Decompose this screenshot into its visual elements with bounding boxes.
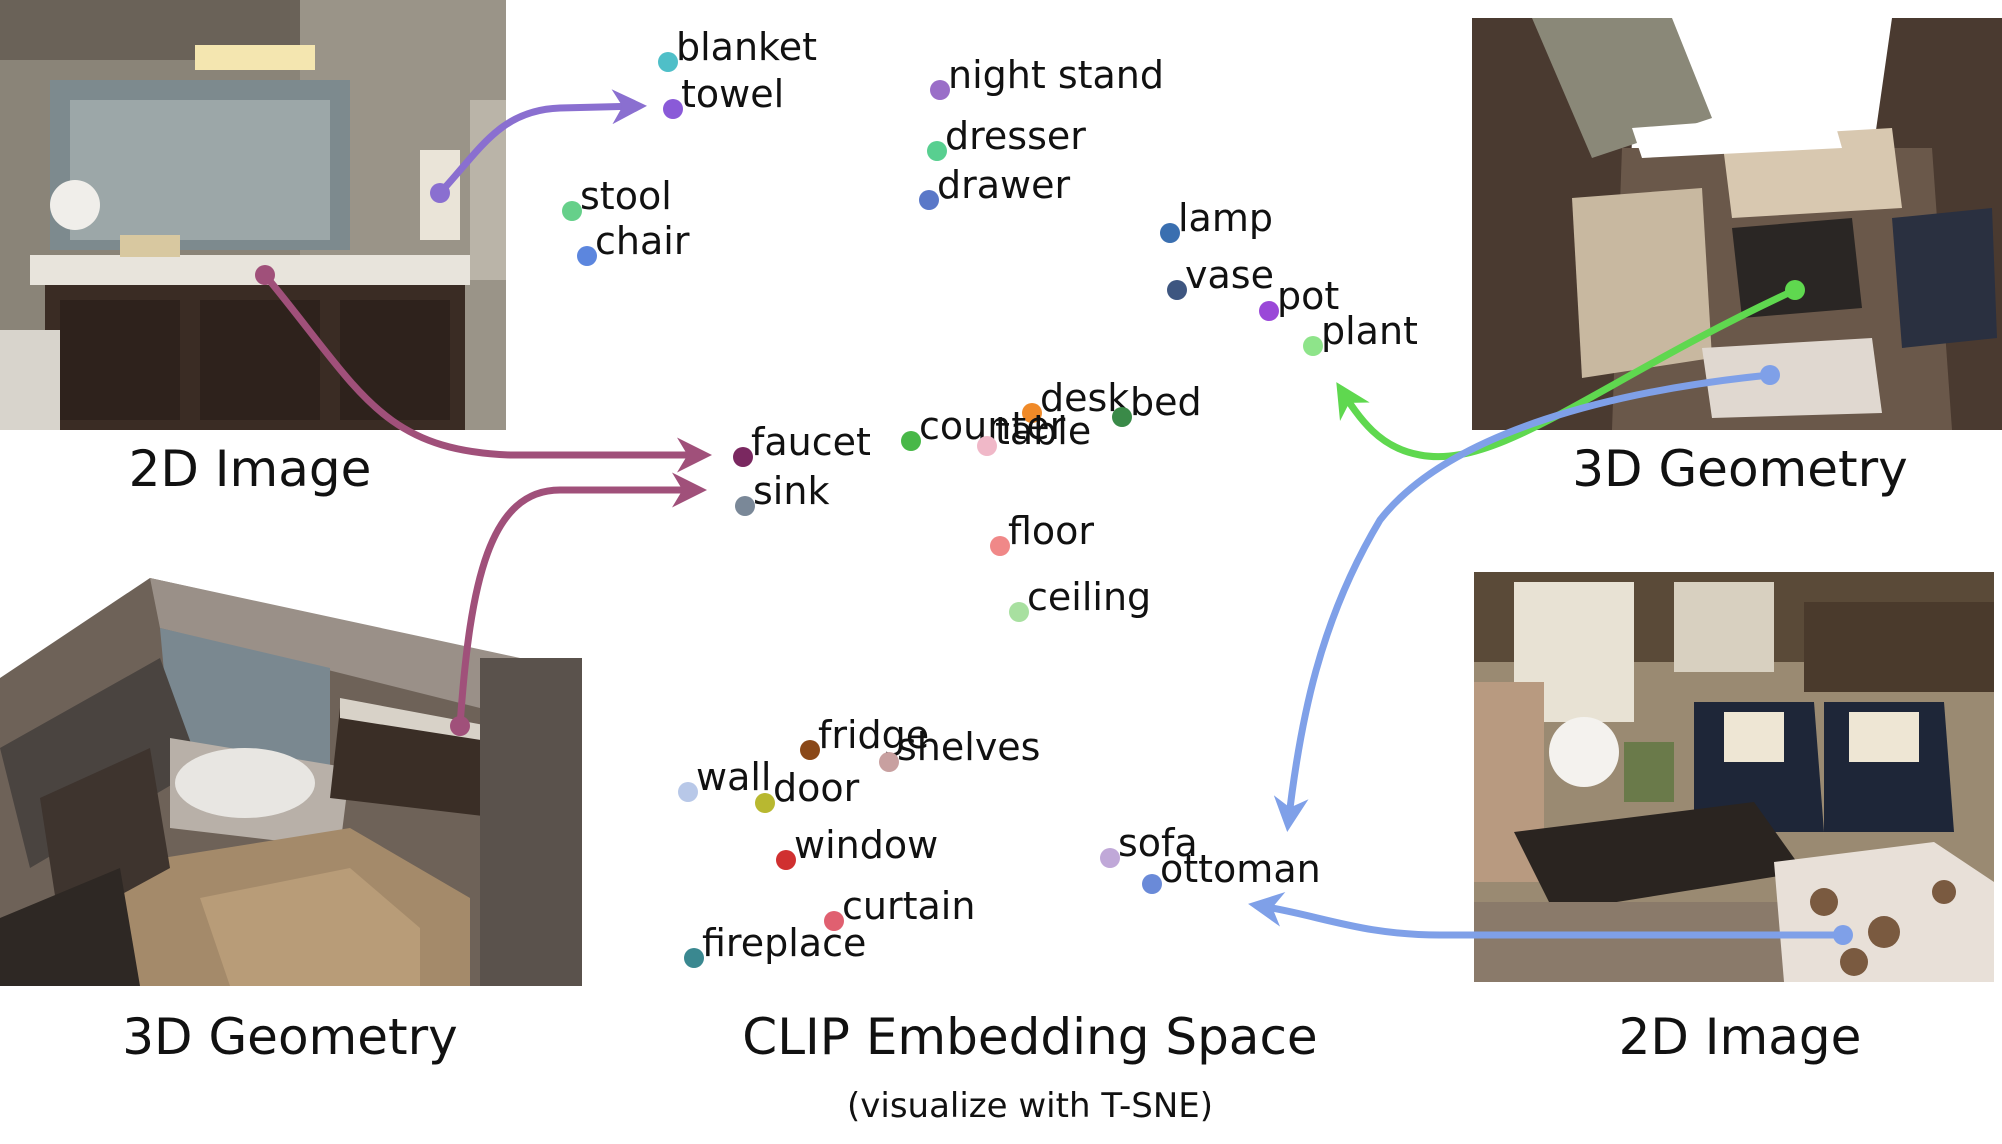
point-towel (663, 99, 683, 119)
arrow-living-image-to-ottoman (1248, 891, 1843, 939)
bathroom-3d-geometry (0, 568, 582, 986)
point-stool (562, 201, 582, 221)
arrow-living-geometry-to-ottoman (1273, 371, 1771, 832)
point-label-fridge: fridge (818, 713, 929, 757)
point-faucet (733, 447, 753, 467)
point-lamp (1160, 223, 1180, 243)
living-room-3d-geometry (1472, 18, 2002, 430)
caption-clip-embedding-space: CLIP Embedding Space (742, 1008, 1318, 1066)
caption-3d-geometry-left: 3D Geometry (122, 1008, 458, 1066)
point-label-chair: chair (595, 219, 690, 263)
point-vase (1167, 280, 1187, 300)
point-label-sofa: sofa (1118, 821, 1198, 865)
point-label-table: table (995, 409, 1091, 453)
arrow-origin-dot (255, 265, 275, 285)
caption-2d-image-left: 2D Image (128, 440, 372, 498)
arrow-bathroom-image-to-towel (437, 89, 647, 196)
point-label-sink: sink (753, 469, 829, 513)
point-fireplace (684, 948, 704, 968)
caption-2d-image-right: 2D Image (1618, 1008, 1862, 1066)
point-label-stool: stool (580, 174, 672, 218)
point-bed (1112, 407, 1132, 427)
bathroom-2d-image (0, 0, 506, 430)
point-sink (735, 496, 755, 516)
point-curtain (824, 911, 844, 931)
point-drawer (919, 190, 939, 210)
point-label-window: window (794, 823, 938, 867)
point-desk (1022, 403, 1042, 423)
point-label-curtain: curtain (842, 884, 975, 928)
point-label-drawer: drawer (937, 163, 1070, 207)
point-fridge (800, 740, 820, 760)
arrow-origin-dot (450, 716, 470, 736)
point-label-ceiling: ceiling (1027, 575, 1151, 619)
arrow-origin-dot (430, 183, 450, 203)
point-door (755, 793, 775, 813)
point-label-blanket: blanket (676, 25, 817, 69)
point-table (977, 436, 997, 456)
point-label-lamp: lamp (1178, 196, 1273, 240)
arrow-origin-dot (1785, 280, 1805, 300)
point-window (776, 850, 796, 870)
point-chair (577, 246, 597, 266)
point-ceiling (1009, 602, 1029, 622)
point-label-shelves: shelves (897, 725, 1040, 769)
point-blanket (658, 52, 678, 72)
point-plant (1303, 336, 1323, 356)
caption-3d-geometry-right: 3D Geometry (1572, 440, 1908, 498)
arrow-origin-dot (1833, 925, 1853, 945)
point-label-pot: pot (1277, 274, 1339, 318)
point-night-stand (930, 80, 950, 100)
point-sofa (1100, 848, 1120, 868)
caption-visualize-tsne: (visualize with T-SNE) (846, 1086, 1213, 1126)
point-label-night-stand: night stand (948, 53, 1164, 97)
point-label-towel: towel (681, 72, 784, 116)
point-label-vase: vase (1185, 253, 1274, 297)
point-label-ottoman: ottoman (1160, 847, 1321, 891)
point-label-fireplace: fireplace (702, 921, 866, 965)
point-label-plant: plant (1321, 309, 1418, 353)
arrow-bathroom-image-to-faucet (262, 272, 712, 473)
point-floor (990, 536, 1010, 556)
living-room-2d-image (1474, 572, 1994, 982)
arrow-bathroom-geometry-to-sink (456, 472, 707, 727)
point-wall (678, 782, 698, 802)
point-dresser (927, 141, 947, 161)
point-pot (1259, 301, 1279, 321)
point-shelves (879, 752, 899, 772)
point-label-door: door (773, 766, 860, 810)
arrow-origin-dot (1760, 365, 1780, 385)
point-label-dresser: dresser (945, 114, 1086, 158)
point-label-wall: wall (696, 755, 771, 799)
point-label-floor: floor (1008, 509, 1094, 553)
point-label-bed: bed (1130, 380, 1202, 424)
arrows (255, 89, 1853, 945)
point-counter (901, 431, 921, 451)
point-label-faucet: faucet (751, 420, 871, 464)
point-ottoman (1142, 874, 1162, 894)
